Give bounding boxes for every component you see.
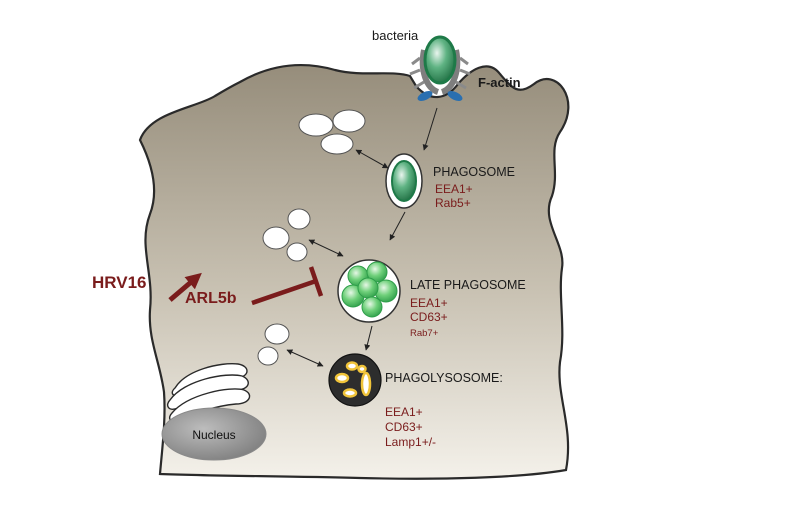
factin-label: F-actin	[478, 75, 521, 90]
vesicles-top	[298, 109, 366, 155]
arrow-entry-to-phagosome	[422, 107, 438, 151]
phagolysosome-marker-2: CD63+	[385, 420, 423, 434]
arrow-late-to-phagolysosome	[364, 325, 373, 351]
arrow-phagosome-to-late	[389, 211, 406, 241]
bacterium	[423, 35, 457, 85]
activation-arrow	[168, 272, 202, 302]
phagosome-marker-2: Rab5+	[435, 196, 471, 210]
phagosome-bacterium	[391, 160, 417, 202]
phagolysosome-marker-3: Lamp1+/-	[385, 435, 436, 449]
late-phagosome-marker-2: CD63+	[410, 310, 448, 324]
arrow-vesicles-phagolysosome	[286, 349, 324, 367]
late-phagosome-contents	[341, 261, 398, 318]
pathway-arrows	[286, 107, 438, 367]
nucleus-label: Nucleus	[192, 428, 235, 442]
phagosome-marker-1: EEA1+	[435, 182, 473, 196]
nucleus	[161, 407, 267, 461]
vesicles-bottom	[257, 323, 290, 366]
bacteria-label: bacteria	[372, 28, 419, 43]
phagolysosome-marker-1: EEA1+	[385, 405, 423, 419]
phagosome-label: PHAGOSOME	[433, 165, 515, 179]
phagolysosome-label: PHAGOLYSOSOME:	[385, 371, 503, 385]
late-phagosome-marker-1: EEA1+	[410, 296, 448, 310]
late-phagosome-label: LATE PHAGOSOME	[410, 278, 526, 292]
vesicles-middle	[262, 208, 311, 262]
hrv16-label: HRV16	[92, 273, 147, 292]
inhibition-bar	[308, 266, 324, 297]
arl5b-label: ARL5b	[185, 290, 237, 307]
phagocytic-cup	[409, 49, 471, 95]
late-phagosome-marker-3: Rab7+	[410, 328, 439, 339]
phagolysosome-granules	[334, 361, 372, 398]
receptor-left	[417, 91, 433, 101]
inhibition-line	[251, 278, 317, 306]
arrow-vesicles-phagosome	[355, 149, 389, 169]
receptor-right	[447, 91, 463, 101]
arrow-vesicles-late	[308, 239, 344, 257]
